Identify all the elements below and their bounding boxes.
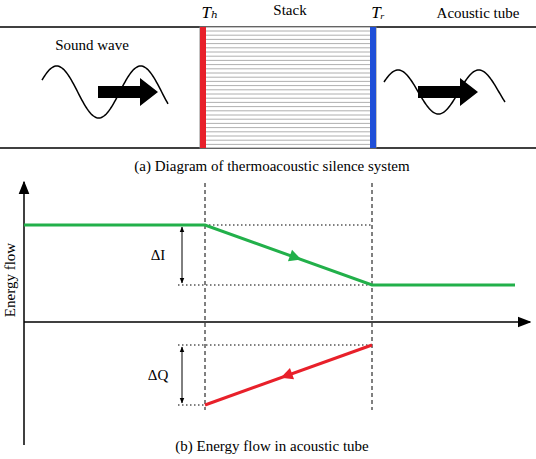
sound-wave — [42, 66, 168, 118]
stack-plate — [206, 123, 370, 124]
stack-label: Stack — [206, 2, 374, 19]
heat-flow-line — [205, 345, 372, 405]
stack-plate — [206, 31, 370, 32]
stack-boundary — [205, 183, 206, 410]
guide-lines — [178, 225, 372, 405]
delta-label: ΔQ — [148, 367, 168, 384]
axis-title: Energy flow — [2, 243, 19, 317]
stack-plate — [206, 35, 370, 36]
stack-plate — [206, 73, 370, 74]
x-axis — [24, 321, 530, 323]
flow-arrowhead — [288, 250, 303, 265]
stack-plate — [206, 115, 370, 116]
stack-plate — [206, 64, 370, 65]
stack-plate — [206, 110, 370, 111]
stack-plate — [206, 43, 370, 44]
stack-plate — [206, 81, 370, 82]
propagation-arrow — [418, 78, 478, 106]
cold-heat-exchanger — [370, 27, 376, 148]
stack-plate — [206, 60, 370, 61]
stack-plate — [206, 85, 370, 86]
stack-plate — [206, 131, 370, 132]
part-name: Sound wave — [55, 37, 129, 54]
stack-body — [200, 27, 376, 148]
stack-boundary — [372, 183, 373, 410]
part-name: Acoustic tube — [437, 5, 520, 22]
delta-arrow — [182, 347, 183, 403]
stack-node: Stack — [206, 2, 374, 148]
sub-caption: (b) Energy flow in acoustic tube — [175, 438, 368, 455]
stack-plate — [206, 77, 370, 78]
sound-wave — [384, 70, 505, 114]
delta-arrow — [182, 227, 183, 283]
stack-plate — [206, 89, 370, 90]
stack-plate — [206, 102, 370, 103]
stack-plate — [206, 39, 370, 40]
stack-plate — [206, 144, 370, 145]
stack-plate — [206, 94, 370, 95]
flow-arrowhead — [279, 368, 294, 383]
y-axis — [23, 182, 25, 445]
stack-plate — [206, 136, 370, 137]
stack-plates — [206, 31, 370, 144]
stack-plate — [206, 47, 370, 48]
stack-plate — [206, 119, 370, 120]
sub-caption: (a) Diagram of thermoacoustic silence sy… — [134, 158, 409, 175]
temperature-label: Tₕ — [202, 4, 219, 23]
stack-plate — [206, 68, 370, 69]
stack-plate — [206, 127, 370, 128]
stack-plate — [206, 106, 370, 107]
stack-plate — [206, 52, 370, 53]
acoustic-power-line — [24, 225, 515, 285]
stack-plate — [206, 98, 370, 99]
propagation-arrow — [98, 78, 158, 106]
delta-label: ΔI — [151, 247, 166, 264]
temperature-label: Tᵣ — [371, 4, 385, 23]
hot-heat-exchanger — [200, 27, 206, 148]
stack-plate — [206, 56, 370, 57]
stack-plate — [206, 140, 370, 141]
